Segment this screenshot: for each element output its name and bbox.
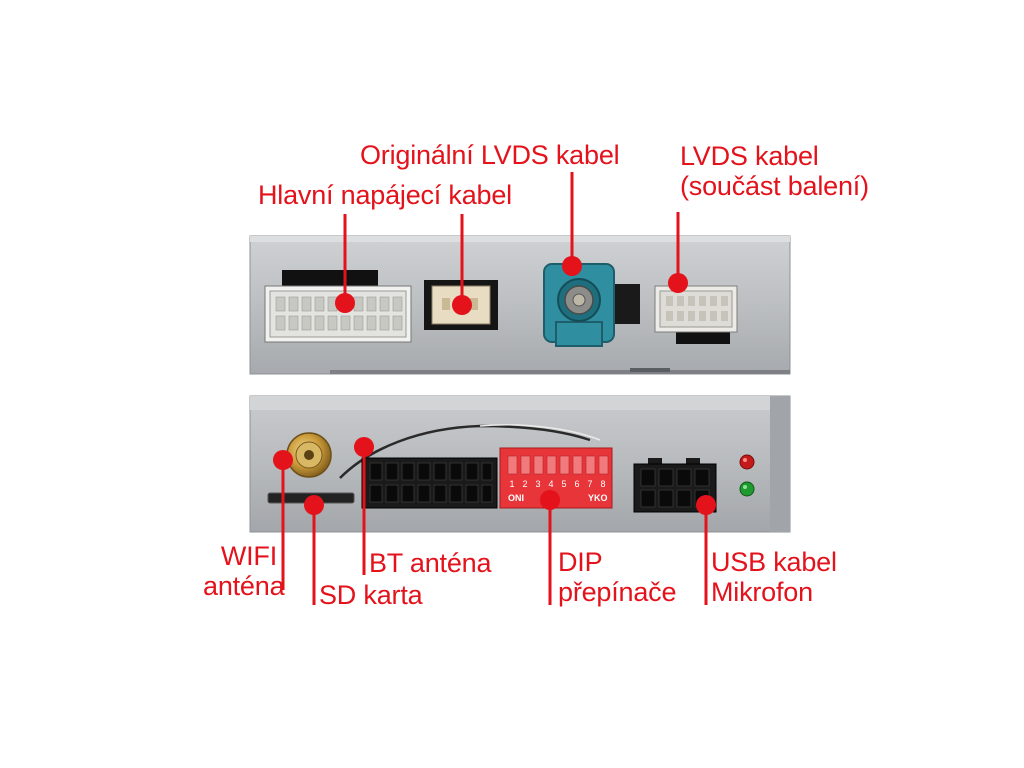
dip-number-5: 5 — [561, 479, 566, 489]
label-usb-line2: Mikrofon — [711, 577, 813, 607]
original-lvds-socket — [543, 263, 640, 347]
label-lvds-included-line1: LVDS kabel — [680, 141, 819, 171]
label-original-lvds: Originální LVDS kabel — [360, 140, 620, 170]
main-power-connector — [264, 270, 412, 343]
label-bt-antenna: BT anténa — [369, 548, 492, 578]
label-dip-line1: DIP — [558, 547, 603, 577]
wifi-sma-connector — [286, 432, 332, 478]
dip-number-8: 8 — [600, 479, 605, 489]
label-lvds-included-line2: (součást balení) — [680, 171, 869, 201]
label-usb-mic: USB kabel Mikrofon — [711, 547, 837, 607]
bt-antenna-wire — [339, 424, 591, 479]
label-sd-card-text: SD karta — [319, 580, 423, 610]
label-dip: DIP přepínače — [558, 547, 676, 607]
dip-number-1: 1 — [509, 479, 514, 489]
label-wifi: WIFI anténa — [203, 541, 285, 601]
label-main-power: Hlavní napájecí kabel — [258, 180, 512, 210]
lvds-connector — [654, 285, 738, 344]
label-wifi-line1: WIFI — [220, 541, 277, 571]
led-red — [739, 454, 755, 470]
dip-number-7: 7 — [587, 479, 592, 489]
dip-right-text: YKO — [588, 493, 608, 503]
dip-number-3: 3 — [535, 479, 540, 489]
label-lvds-included: LVDS kabel (součást balení) — [680, 141, 869, 201]
label-wifi-line2: anténa — [203, 571, 285, 601]
label-sd-card: SD karta — [319, 580, 423, 610]
main-bottom-connector — [361, 457, 498, 509]
dip-number-4: 4 — [548, 479, 553, 489]
dip-left-text: ONI — [508, 493, 524, 503]
label-bt-antenna-text: BT anténa — [369, 548, 492, 578]
label-dip-line2: přepínače — [558, 577, 677, 607]
dip-number-2: 2 — [522, 479, 527, 489]
led-green — [739, 481, 755, 497]
top-panel — [249, 235, 791, 375]
label-usb-line1: USB kabel — [711, 547, 837, 577]
dip-number-6: 6 — [574, 479, 579, 489]
label-original-lvds-text: Originální LVDS kabel — [360, 140, 620, 170]
callouts — [273, 172, 716, 605]
label-main-power-text: Hlavní napájecí kabel — [258, 180, 512, 210]
